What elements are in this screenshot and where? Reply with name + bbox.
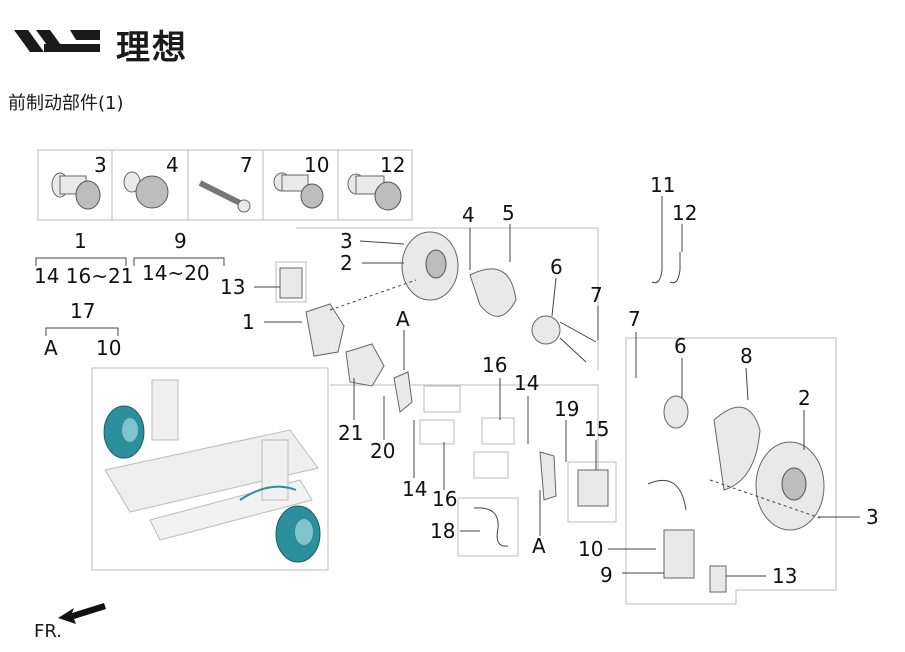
legend-box-row: 3 4 7 10 12 — [37, 149, 413, 221]
callout-6b: 6 — [674, 334, 687, 358]
callout-18: 18 — [430, 519, 455, 543]
group-17: 17 A 10 — [44, 299, 121, 360]
callout-16a: 16 — [432, 487, 457, 511]
pads-lower — [709, 565, 727, 593]
legend-label-12: 12 — [380, 153, 405, 177]
callout-15: 15 — [584, 417, 609, 441]
callout-10: 10 — [578, 537, 603, 561]
callout-5: 5 — [502, 201, 515, 225]
group-label-9: 9 — [174, 229, 187, 253]
callout-7a: 7 — [590, 283, 603, 307]
callout-13a: 13 — [220, 275, 245, 299]
group-label-1: 1 — [74, 229, 87, 253]
callout-12: 12 — [672, 201, 697, 225]
group-label-17: 17 — [70, 299, 95, 323]
bolt-4-icon — [123, 171, 169, 209]
right-assembly-frame — [625, 337, 837, 605]
callout-3b: 3 — [866, 505, 879, 529]
brake-disc-upper — [401, 231, 459, 301]
bolt-10-icon — [273, 172, 324, 209]
brake-disc-lower — [755, 441, 825, 531]
caliper-carrier-upper — [345, 343, 385, 387]
hub-upper — [531, 315, 597, 363]
pads-upper — [275, 261, 307, 303]
dust-shield-upper — [469, 268, 517, 317]
direction-label: FR. — [34, 621, 62, 642]
bolt-12-icon — [347, 173, 402, 211]
callout-A1: A — [396, 307, 410, 331]
wear-sensor-upper — [651, 240, 681, 284]
callout-14b: 14 — [514, 371, 539, 395]
legend-label-3: 3 — [94, 153, 107, 177]
group-members-9: 14~20 — [142, 261, 210, 285]
legend-label-7: 7 — [240, 153, 253, 177]
callout-8: 8 — [740, 344, 753, 368]
group-right-17: 10 — [96, 336, 121, 360]
callout-1: 1 — [242, 310, 255, 334]
callout-4: 4 — [462, 203, 475, 227]
callout-21: 21 — [338, 421, 363, 445]
brand-logo: 理想 — [14, 22, 204, 68]
li-auto-logo-icon — [14, 30, 100, 52]
group-members-1: 14 16~21 — [34, 264, 133, 288]
page-title: 前制动部件(1) — [8, 93, 124, 114]
highlighted-brake-left — [103, 405, 145, 459]
clips-group — [419, 385, 515, 479]
brand-name: 理想 — [116, 28, 188, 68]
leader-lines — [254, 196, 860, 577]
callout-A2: A — [532, 534, 546, 558]
bolt-7-icon — [198, 180, 251, 213]
group-9: 9 14~20 — [133, 229, 225, 285]
direction-arrow-icon — [58, 603, 106, 624]
callout-13b: 13 — [772, 564, 797, 588]
callout-20: 20 — [370, 439, 395, 463]
callout-6a: 6 — [550, 255, 563, 279]
group-left-17: A — [44, 336, 58, 360]
legend-label-10: 10 — [304, 153, 329, 177]
callout-2b: 2 — [798, 386, 811, 410]
caliper-lower — [663, 529, 695, 579]
group-1: 1 14 16~21 — [34, 229, 133, 288]
callout-3a: 3 — [340, 229, 353, 253]
legend-label-4: 4 — [166, 153, 179, 177]
callout-9: 9 — [600, 563, 613, 587]
bracket-parts — [393, 371, 617, 523]
callout-7b: 7 — [628, 307, 641, 331]
caliper-upper — [305, 279, 417, 357]
highlighted-brake-right — [275, 505, 321, 563]
callout-19: 19 — [554, 397, 579, 421]
vehicle-chassis-illustration — [91, 367, 329, 571]
dust-shield-lower — [713, 406, 761, 491]
hub-lower — [663, 395, 689, 429]
callout-16b: 16 — [482, 353, 507, 377]
callout-2a: 2 — [340, 251, 353, 275]
wear-sensor-lower — [457, 479, 687, 557]
bolt-3-icon — [51, 172, 101, 210]
callouts: 13 1 3 2 A 4 5 6 7 11 12 7 6 8 2 3 21 20… — [220, 173, 879, 588]
callout-11: 11 — [650, 173, 675, 197]
callout-14a: 14 — [402, 477, 427, 501]
